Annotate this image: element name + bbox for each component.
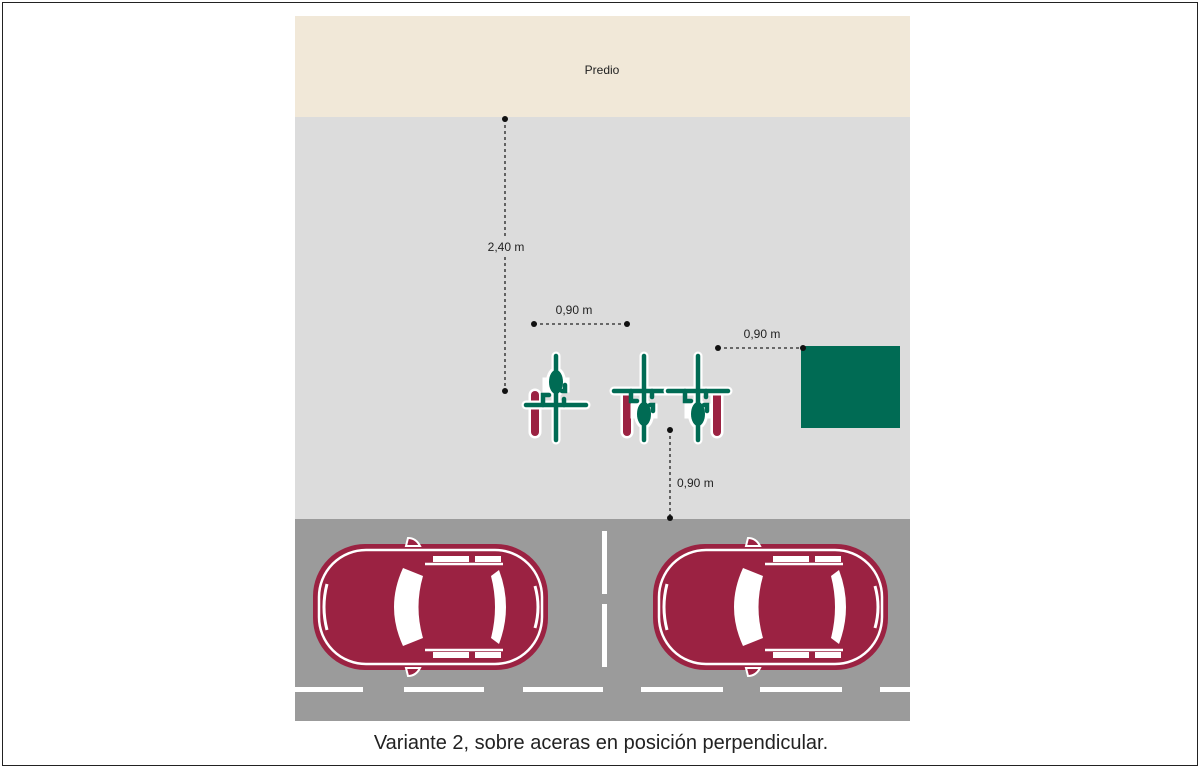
parking-separator bbox=[602, 531, 607, 667]
obstacle-clearance-label: 0,90 m bbox=[744, 327, 781, 341]
lane-markings bbox=[295, 687, 910, 692]
car-icon bbox=[311, 536, 550, 678]
dimension-bike-spacing: 0,90 m bbox=[531, 303, 630, 327]
bike-spacing-label: 0,90 m bbox=[556, 303, 593, 317]
dimension-curb-clearance: 0,90 m bbox=[667, 427, 714, 521]
dimension-building-setback: 2,40 m bbox=[483, 116, 529, 394]
curb-clearance-label: 0,90 m bbox=[677, 476, 714, 490]
obstacle-square bbox=[801, 346, 900, 428]
building-setback-label: 2,40 m bbox=[488, 240, 525, 254]
lot-label: Predio bbox=[585, 63, 620, 77]
lot-area bbox=[295, 16, 910, 117]
sidewalk-area bbox=[295, 117, 910, 519]
car-icon bbox=[651, 536, 890, 678]
figure-caption: Variante 2, sobre aceras en posición per… bbox=[373, 732, 829, 754]
dimension-obstacle-clearance: 0,90 m bbox=[715, 327, 806, 351]
